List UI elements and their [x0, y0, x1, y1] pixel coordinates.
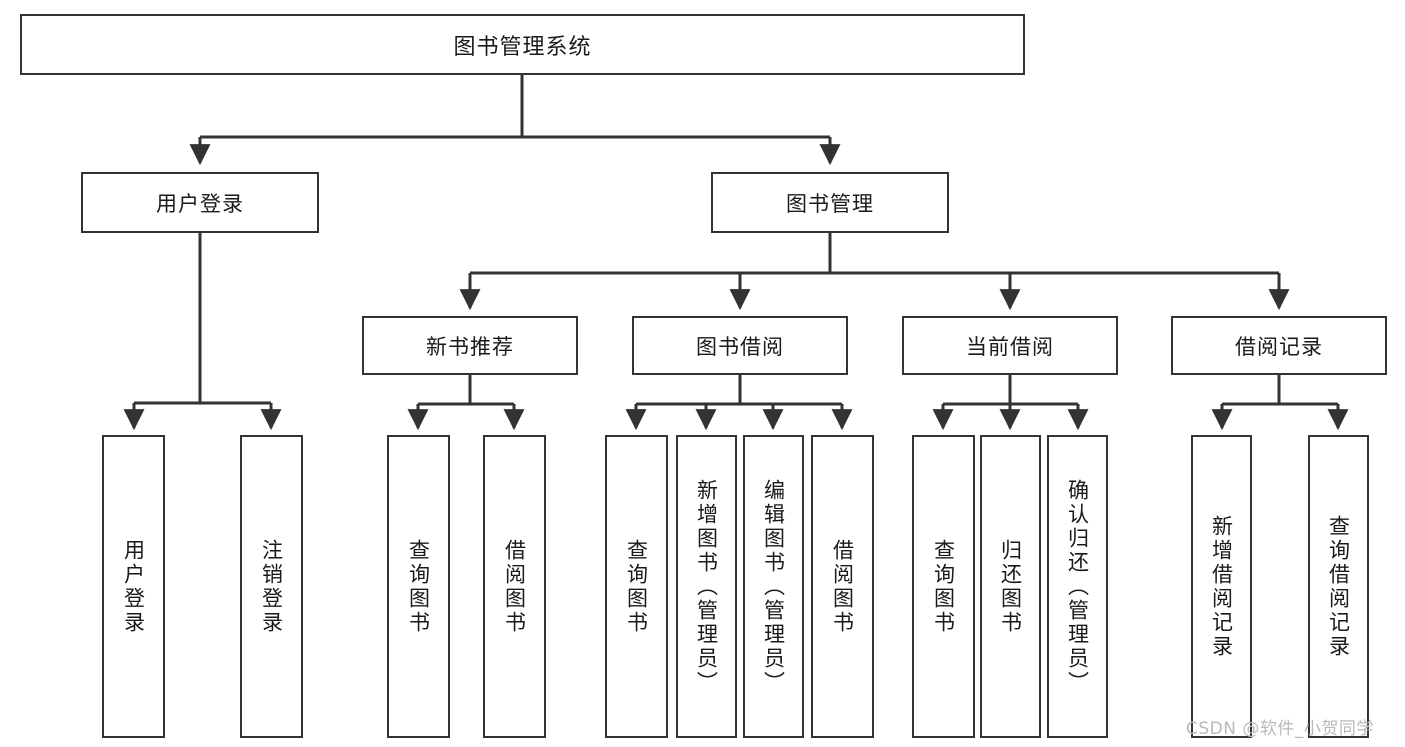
node-borrow-record[interactable]: 借阅记录: [1171, 316, 1387, 375]
node-label: 新增借阅记录: [1209, 514, 1234, 659]
node-label: 借阅记录: [1235, 334, 1323, 359]
node-current-borrow[interactable]: 当前借阅: [902, 316, 1118, 375]
node-book-management[interactable]: 图书管理: [711, 172, 949, 233]
node-label: 归还图书: [998, 538, 1023, 635]
leaf-query-book-borrow[interactable]: 查询图书: [605, 435, 668, 738]
node-label: 借阅图书: [830, 538, 855, 635]
node-label: 图书管理系统: [453, 34, 592, 60]
node-label: 查询借阅记录: [1326, 514, 1351, 659]
node-label: 确认归还（管理员）: [1065, 478, 1090, 695]
node-label: 新增图书（管理员）: [694, 478, 719, 695]
node-label: 查询图书: [931, 538, 956, 635]
node-root-book-management-system[interactable]: 图书管理系统: [20, 14, 1025, 75]
node-new-book-recommend[interactable]: 新书推荐: [362, 316, 578, 375]
node-label: 用户登录: [121, 538, 146, 635]
leaf-return-book[interactable]: 归还图书: [980, 435, 1041, 738]
node-label: 图书借阅: [696, 334, 784, 359]
leaf-borrow-book-borrow[interactable]: 借阅图书: [811, 435, 874, 738]
leaf-borrow-book-recommend[interactable]: 借阅图书: [483, 435, 546, 738]
node-label: 新书推荐: [426, 334, 514, 359]
node-label: 编辑图书（管理员）: [761, 478, 786, 695]
leaf-logout-login[interactable]: 注销登录: [240, 435, 303, 738]
leaf-query-borrow-record[interactable]: 查询借阅记录: [1308, 435, 1369, 738]
watermark-text: CSDN @软件_小贺同学: [1186, 719, 1374, 739]
node-book-borrow[interactable]: 图书借阅: [632, 316, 848, 375]
leaf-query-book-current[interactable]: 查询图书: [912, 435, 975, 738]
node-label: 用户登录: [156, 191, 244, 216]
leaf-add-book-admin[interactable]: 新增图书（管理员）: [676, 435, 737, 738]
node-label: 注销登录: [259, 538, 284, 635]
leaf-query-book-recommend[interactable]: 查询图书: [387, 435, 450, 738]
node-label: 图书管理: [786, 191, 874, 216]
node-label: 查询图书: [624, 538, 649, 635]
node-user-login[interactable]: 用户登录: [81, 172, 319, 233]
node-label: 查询图书: [406, 538, 431, 635]
node-label: 当前借阅: [966, 334, 1054, 359]
leaf-confirm-return-admin[interactable]: 确认归还（管理员）: [1047, 435, 1108, 738]
leaf-edit-book-admin[interactable]: 编辑图书（管理员）: [743, 435, 804, 738]
node-label: 借阅图书: [502, 538, 527, 635]
leaf-add-borrow-record[interactable]: 新增借阅记录: [1191, 435, 1252, 738]
leaf-user-login[interactable]: 用户登录: [102, 435, 165, 738]
